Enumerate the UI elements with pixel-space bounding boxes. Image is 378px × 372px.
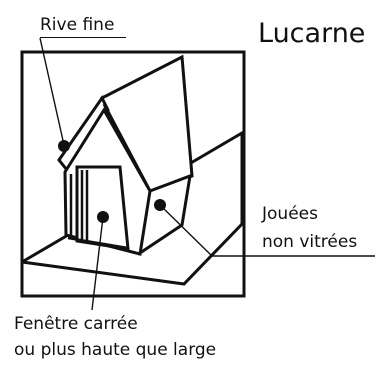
label-fenetre-line1: Fenêtre carrée xyxy=(14,314,138,334)
leader-jouees xyxy=(159,204,375,257)
leader-rive-fine xyxy=(39,37,65,146)
rive-fine-underline xyxy=(40,37,126,38)
label-fenetre-line2: ou plus haute que large xyxy=(14,340,217,360)
marker-rive-fine xyxy=(58,140,70,152)
label-jouees-line2: non vitrées xyxy=(262,232,358,252)
label-rive-fine: Rive fine xyxy=(40,15,115,35)
window-base xyxy=(67,236,129,250)
diagram-title: Lucarne xyxy=(258,18,366,49)
frame xyxy=(20,50,246,298)
leader-fenetre xyxy=(91,216,104,311)
label-jouees-line1: Jouées xyxy=(262,204,318,224)
window-outer xyxy=(75,165,130,251)
